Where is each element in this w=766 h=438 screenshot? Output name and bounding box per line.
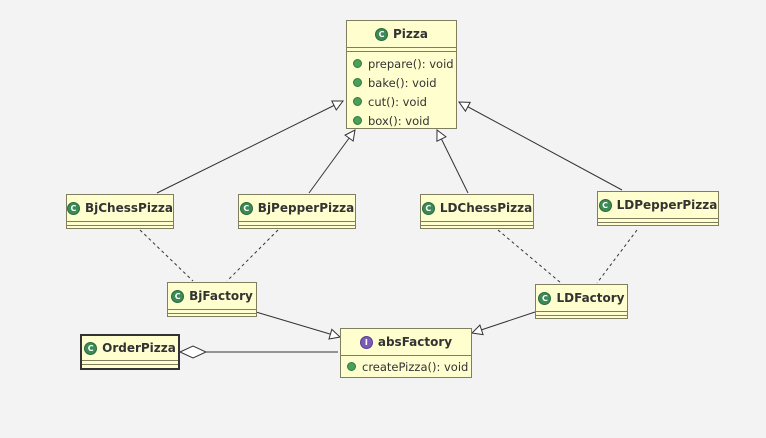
method-signature: cut(): void xyxy=(368,94,427,109)
attributes-compartment xyxy=(82,361,178,365)
interface-icon: I xyxy=(359,335,373,349)
public-method-icon xyxy=(353,59,362,68)
method-signature: prepare(): void xyxy=(368,56,454,71)
class-bjchesspizza[interactable]: C BjChessPizza xyxy=(66,194,174,229)
inheritance-bjchess-pizza xyxy=(156,101,343,194)
interface-absfactory[interactable]: I absFactory createPizza(): void xyxy=(340,328,472,378)
inheritance-ldchess-pizza xyxy=(437,130,469,194)
inheritance-bjpepper-pizza xyxy=(308,130,355,194)
class-name: OrderPizza xyxy=(102,341,176,355)
class-header: C BjChessPizza xyxy=(67,195,173,222)
dependency-bjpepper-bjfactory xyxy=(226,229,279,282)
class-name: Pizza xyxy=(393,27,428,41)
class-icon: C xyxy=(375,27,388,41)
class-header: I absFactory xyxy=(341,329,471,356)
attributes-compartment xyxy=(598,219,718,223)
class-header: C LDChessPizza xyxy=(421,195,533,222)
method-item[interactable]: cut(): void xyxy=(347,92,456,111)
method-item[interactable]: createPizza(): void xyxy=(341,357,471,376)
methods-compartment: createPizza(): void xyxy=(341,356,471,378)
class-ldchesspizza[interactable]: C LDChessPizza xyxy=(420,194,534,229)
dependency-ldpepper-ldfactory xyxy=(596,229,638,284)
aggregation-diamond xyxy=(178,345,208,359)
class-icon: C xyxy=(239,201,253,215)
class-name: LDFactory xyxy=(556,291,625,305)
class-name: absFactory xyxy=(377,335,453,349)
class-name: BjPepperPizza xyxy=(257,201,355,215)
class-icon: C xyxy=(171,289,185,303)
class-name: LDChessPizza xyxy=(439,201,533,215)
class-header: C BjPepperPizza xyxy=(239,195,355,222)
methods-compartment: prepare(): void bake(): void cut(): void… xyxy=(347,52,456,132)
class-orderpizza[interactable]: C OrderPizza xyxy=(80,334,180,370)
attributes-compartment xyxy=(347,48,456,52)
class-name: BjFactory xyxy=(189,289,253,303)
class-icon: C xyxy=(421,201,435,215)
public-method-icon xyxy=(353,97,362,106)
dependency-ldchess-ldfactory xyxy=(497,229,562,284)
class-bjfactory[interactable]: C BjFactory xyxy=(167,282,257,317)
attributes-compartment xyxy=(168,310,256,314)
class-icon: C xyxy=(598,198,612,212)
method-signature: bake(): void xyxy=(368,75,437,90)
attributes-compartment xyxy=(536,312,627,316)
inheritance-ldfactory-absfactory xyxy=(472,311,536,333)
attributes-compartment xyxy=(239,222,355,226)
attributes-compartment xyxy=(421,222,533,226)
class-header: C BjFactory xyxy=(168,283,256,310)
method-item[interactable]: prepare(): void xyxy=(347,54,456,73)
inheritance-bjfactory-absfactory xyxy=(255,311,340,337)
class-header: C Pizza xyxy=(347,21,456,48)
attributes-compartment xyxy=(67,222,173,226)
method-item[interactable]: box(): void xyxy=(347,111,456,130)
class-ldpepperpizza[interactable]: C LDPepperPizza xyxy=(597,191,719,226)
class-header: C LDFactory xyxy=(536,285,627,312)
class-name: LDPepperPizza xyxy=(616,198,718,212)
public-method-icon xyxy=(353,78,362,87)
dependency-bjchess-bjfactory xyxy=(139,229,194,282)
public-method-icon xyxy=(347,362,356,371)
class-pizza[interactable]: C Pizza prepare(): void bake(): void cut… xyxy=(346,20,457,129)
class-icon: C xyxy=(538,291,552,305)
method-signature: box(): void xyxy=(368,113,430,128)
method-signature: createPizza(): void xyxy=(362,359,469,374)
public-method-icon xyxy=(353,116,362,125)
class-icon: C xyxy=(67,201,80,215)
inheritance-ldpepper-pizza xyxy=(459,102,623,191)
class-name: BjChessPizza xyxy=(84,201,173,215)
class-ldfactory[interactable]: C LDFactory xyxy=(535,284,628,319)
class-header: C LDPepperPizza xyxy=(598,192,718,219)
class-header: C OrderPizza xyxy=(82,336,178,361)
method-item[interactable]: bake(): void xyxy=(347,73,456,92)
class-icon: C xyxy=(84,341,98,355)
class-bjpepperpizza[interactable]: C BjPepperPizza xyxy=(238,194,356,229)
